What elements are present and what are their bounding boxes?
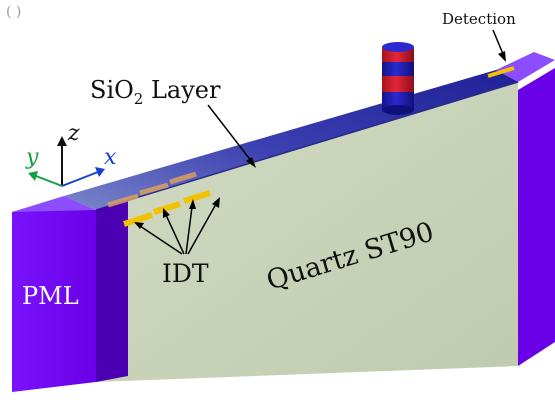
corner-mark: ( ) (6, 4, 21, 20)
leader-arrows (134, 29, 506, 255)
idt-electrode-faded (139, 182, 169, 196)
idt-electrode (123, 212, 153, 227)
idt-electrodes (107, 171, 211, 227)
axis-triad: z x y (25, 121, 117, 187)
axis-x-label: x (104, 145, 117, 170)
idt-electrode (183, 190, 211, 204)
striped-cylinder (382, 42, 414, 115)
detection-electrode (487, 66, 515, 78)
idt-label: IDT (162, 259, 209, 288)
detection-label: Detection (442, 10, 516, 28)
idt-electrode-faded (107, 193, 139, 208)
idt-electrode-faded (169, 171, 197, 185)
idt-electrode (153, 201, 181, 215)
pml-right-top (496, 52, 555, 82)
axis-y-label: y (25, 145, 39, 170)
quartz-face (96, 82, 518, 382)
pml-label: PML (22, 282, 79, 310)
pml-right-front (518, 68, 555, 366)
sio2-layer-label: SiO2 Layer (90, 76, 221, 108)
pml-left-front (12, 210, 96, 392)
axis-z-label: z (67, 121, 80, 146)
quartz-top-edge (95, 81, 519, 211)
pml-left-side (96, 200, 128, 382)
